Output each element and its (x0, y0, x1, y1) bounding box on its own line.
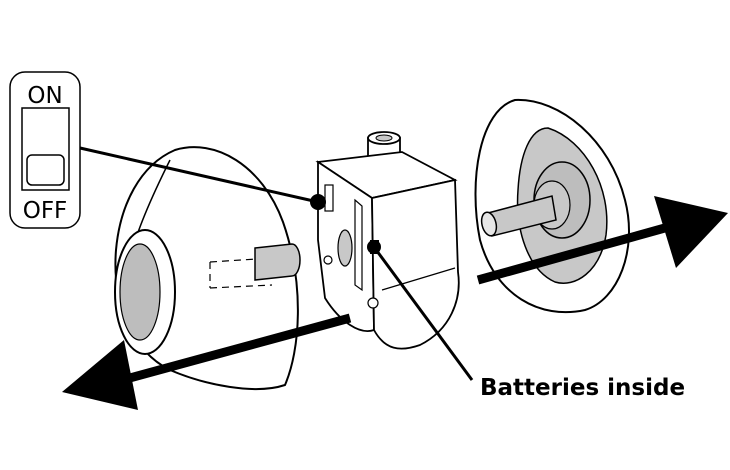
batteries-callout: Batteries inside (367, 240, 685, 401)
batteries-leader-line (372, 246, 474, 381)
left-shell (114, 146, 301, 391)
right-shell (474, 98, 630, 314)
switch-off-label: OFF (23, 198, 68, 224)
arrow-left-down-icon (62, 313, 352, 410)
switch-leader-line (79, 146, 319, 204)
batteries-label: Batteries inside (480, 375, 685, 401)
power-switch-callout: ON OFF (9, 71, 326, 229)
switch-leader-dot (310, 194, 326, 210)
switch-on-label: ON (27, 83, 62, 109)
arrow-right-up-icon (476, 196, 728, 285)
switch-toggle (26, 154, 65, 186)
center-mechanism (315, 131, 460, 350)
